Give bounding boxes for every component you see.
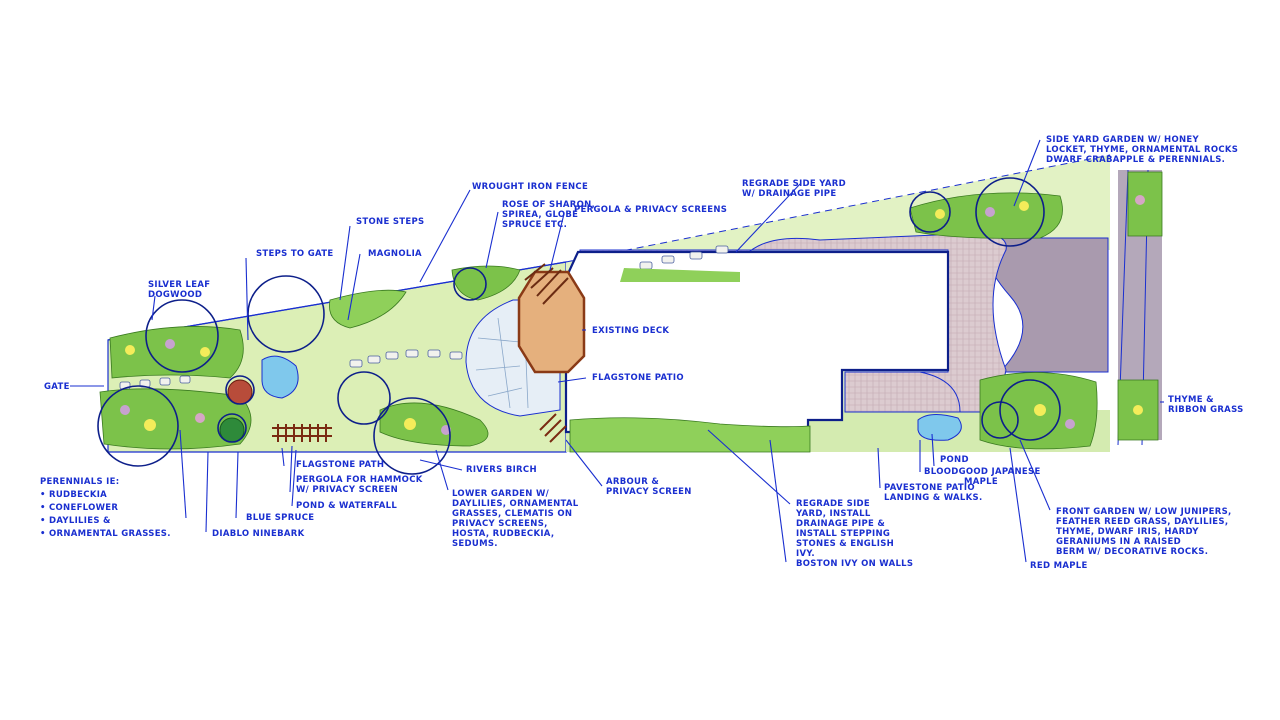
label-flagstone-patio: FLAGSTONE PATIO: [592, 373, 684, 383]
label-pavestone-patio: PAVESTONE PATIO LANDING & WALKS.: [884, 483, 982, 503]
label-boston-ivy: BOSTON IVY ON WALLS: [796, 559, 913, 569]
label-side-yard-garden: SIDE YARD GARDEN W/ HONEY LOCKET, THYME,…: [1046, 135, 1241, 165]
label-blue-spruce: BLUE SPRUCE: [246, 513, 314, 523]
label-pergola-hammock: PERGOLA FOR HAMMOCK W/ PRIVACY SCREEN: [296, 475, 426, 495]
label-rivers-birch: RIVERS BIRCH: [466, 465, 537, 475]
label-gate: GATE: [44, 382, 70, 392]
label-steps-to-gate: STEPS TO GATE: [256, 249, 333, 259]
label-silver-leaf-dogwood: SILVER LEAF DOGWOOD: [148, 280, 214, 300]
pond-left: [261, 355, 299, 399]
label-front-garden: FRONT GARDEN W/ LOW JUNIPERS, FEATHER RE…: [1056, 507, 1235, 557]
pergolas: [272, 413, 567, 443]
label-thyme-ribbon-grass: THYME & RIBBON GRASS: [1168, 395, 1244, 415]
label-pond-waterfall: POND & WATERFALL: [296, 501, 397, 511]
existing-deck: [517, 263, 586, 374]
label-regrade-side-yard-bottom: REGRADE SIDE YARD, INSTALL DRAINAGE PIPE…: [795, 499, 897, 559]
label-arbour-privacy: ARBOUR & PRIVACY SCREEN: [606, 477, 692, 497]
label-diablo-ninebark: DIABLO NINEBARK: [212, 529, 305, 539]
label-lower-garden: LOWER GARDEN W/ DAYLILIES, ORNAMENTAL GR…: [452, 489, 582, 549]
label-magnolia: MAGNOLIA: [368, 249, 422, 259]
label-red-maple: RED MAPLE: [1030, 561, 1088, 571]
label-perennials: PERENNIALS IE: • RUDBECKIA • CONEFLOWER …: [40, 477, 171, 539]
label-wrought-iron-fence: WROUGHT IRON FENCE: [472, 182, 588, 192]
label-rose-of-sharon: ROSE OF SHARON, SPIREA, GLOBE SPRUCE ETC…: [502, 200, 598, 230]
label-existing-deck: EXISTING DECK: [592, 326, 669, 336]
leader-lines: [70, 139, 1164, 563]
tree-canopies: [97, 177, 1061, 475]
pond-right: [917, 414, 962, 441]
label-flagstone-path: FLAGSTONE PATH: [296, 460, 384, 470]
label-stone-steps: STONE STEPS: [356, 217, 424, 227]
label-pergola-privacy: PERGOLA & PRIVACY SCREENS: [574, 205, 727, 215]
label-regrade-side-yard-top: REGRADE SIDE YARD W/ DRAINAGE PIPE: [742, 179, 849, 199]
label-pond: POND: [940, 455, 969, 465]
label-bloodgood-maple: BLOODGOOD JAPANESE MAPLE: [924, 467, 1044, 487]
